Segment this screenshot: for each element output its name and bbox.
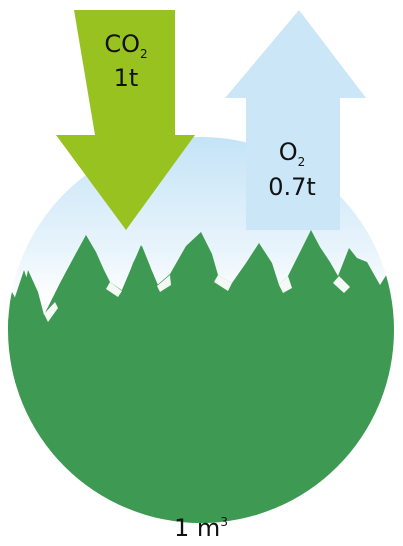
volume-label: 1 m3 bbox=[174, 514, 228, 542]
pine-tree-icon bbox=[8, 270, 44, 330]
globe bbox=[8, 137, 394, 523]
snow-edge-icon bbox=[279, 276, 292, 293]
tree-icons bbox=[8, 230, 391, 346]
snow-edge-icon bbox=[333, 276, 350, 293]
up-arrow-icon bbox=[225, 10, 366, 230]
co2-amount: 1t bbox=[114, 64, 139, 92]
co2-arrow: CO2 1t bbox=[56, 10, 195, 230]
pine-tree-icon bbox=[234, 243, 284, 339]
down-arrow-icon bbox=[56, 10, 195, 230]
pine-tree-icon bbox=[175, 232, 227, 336]
snow-edge-icon bbox=[106, 282, 122, 297]
o2-arrow: O2 0.7t bbox=[225, 10, 366, 230]
pine-tree-icon bbox=[116, 245, 166, 339]
snow-edge-icon bbox=[157, 275, 171, 292]
snow-edge-icon bbox=[44, 302, 58, 322]
pine-tree-icon bbox=[343, 262, 391, 346]
o2-amount: 0.7t bbox=[268, 173, 316, 201]
co2-label: CO2 bbox=[104, 30, 147, 61]
tree-highlights bbox=[44, 275, 350, 322]
pine-tree-icon bbox=[285, 230, 337, 334]
pine-tree-icon bbox=[58, 235, 112, 329]
snow-edge-icon bbox=[214, 275, 232, 291]
o2-label: O2 bbox=[279, 138, 306, 169]
